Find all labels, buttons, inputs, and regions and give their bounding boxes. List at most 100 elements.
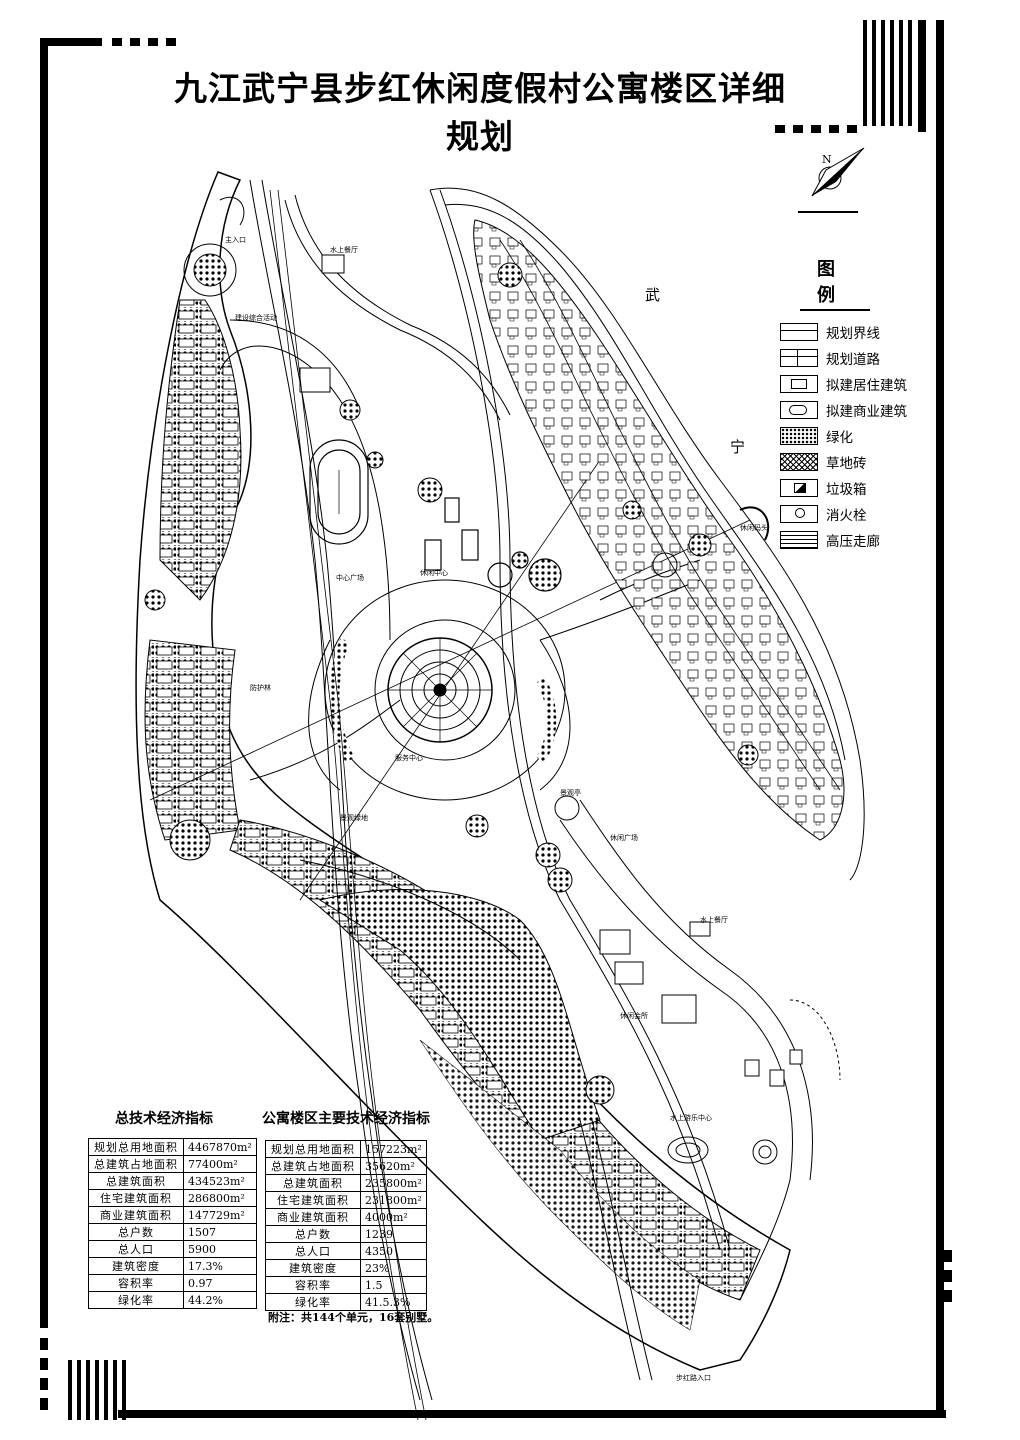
west-residential-strip	[135, 171, 791, 1371]
svg-text:建设综合活动: 建设综合活动	[235, 313, 277, 322]
legend-item-residential: 拟建居住建筑	[780, 371, 930, 397]
indicator-key: 绿化率	[265, 1293, 361, 1311]
indicator-value: 4000m²	[360, 1208, 427, 1226]
indicator-key: 总建筑占地面积	[265, 1157, 361, 1175]
road-icon	[780, 349, 818, 367]
frame-top-line	[40, 38, 102, 46]
svg-text:防护林: 防护林	[250, 683, 271, 692]
apartment-note: 附注：共144个单元，16套别墅。	[268, 1311, 439, 1324]
lake-shoreline	[429, 187, 865, 1301]
indicator-value: 17.3%	[183, 1257, 257, 1275]
indicator-key: 总建筑面积	[265, 1174, 361, 1192]
indicator-value: 286800m²	[183, 1189, 257, 1207]
greenery-icon	[780, 427, 818, 445]
frame-left-line	[40, 38, 48, 1328]
indicator-key: 规划总用地面积	[88, 1138, 184, 1156]
legend-item-boundary: 规划界线	[780, 319, 930, 345]
indicator-key: 建筑密度	[88, 1257, 184, 1275]
indicator-value: 23%	[360, 1259, 427, 1277]
svg-text:休闲广场: 休闲广场	[610, 833, 638, 842]
north-arrow-icon: N	[798, 147, 865, 213]
trash-bin-icon	[780, 479, 818, 497]
bottom-left-barcode	[68, 1360, 126, 1420]
frame-bottom-line	[118, 1410, 946, 1418]
indicator-key: 总人口	[88, 1240, 184, 1258]
indicator-value: 5900	[183, 1240, 257, 1258]
upper-feature-buildings	[219, 197, 443, 503]
indicator-key: 容积率	[265, 1276, 361, 1294]
legend-title: 图 例	[800, 255, 870, 311]
indicator-key: 总户数	[265, 1225, 361, 1243]
svg-text:水上餐厅: 水上餐厅	[700, 915, 728, 924]
indicator-key: 总人口	[265, 1242, 361, 1260]
indicator-value: 77400m²	[183, 1155, 257, 1173]
sports-track	[309, 439, 562, 592]
indicator-key: 住宅建筑面积	[88, 1189, 184, 1207]
indicator-value: 4467870m²	[183, 1138, 257, 1156]
indicator-value: 434523m²	[183, 1172, 257, 1190]
residential-building-icon	[780, 375, 818, 393]
legend: 图 例 规划界线 规划道路 拟建居住建筑 拟建商业建筑 绿化 草地砖 垃圾箱 消…	[780, 255, 930, 553]
legend-item-trash-bin: 垃圾箱	[780, 475, 930, 501]
svg-text:步红路入口: 步红路入口	[676, 1373, 711, 1382]
high-voltage-corridor-icon	[780, 531, 818, 549]
fire-hydrant-icon	[780, 505, 818, 523]
boundary-line-icon	[780, 323, 818, 341]
indicator-value: 0.97	[183, 1274, 257, 1292]
map-label-ning: 宁	[730, 438, 745, 456]
frame-right-top-line	[918, 20, 926, 132]
legend-item-commercial: 拟建商业建筑	[780, 397, 930, 423]
indicator-value: 4350	[360, 1242, 427, 1260]
indicator-key: 商业建筑面积	[265, 1208, 361, 1226]
top-right-barcode	[863, 20, 912, 126]
east-villa-peninsula	[473, 219, 845, 841]
indicator-value: 235800m²	[360, 1174, 427, 1192]
indicator-key: 总户数	[88, 1223, 184, 1241]
indicator-key: 总建筑占地面积	[88, 1155, 184, 1173]
svg-text:服务中心: 服务中心	[395, 753, 423, 762]
indicator-value: 41.5.3%	[360, 1293, 427, 1311]
indicator-value: 157223m²	[360, 1140, 427, 1158]
indicator-value: 1507	[183, 1223, 257, 1241]
commercial-building-icon	[780, 401, 818, 419]
indicator-value: 35620m²	[360, 1157, 427, 1175]
indicator-value: 44.2%	[183, 1291, 257, 1309]
indicator-value: 231800m²	[360, 1191, 427, 1209]
map-title: 九江武宁县步红休闲度假村公寓楼区详细规划	[174, 69, 786, 156]
indicator-key: 总建筑面积	[88, 1172, 184, 1190]
compass-n-label: N	[822, 153, 832, 166]
legend-item-greenery: 绿化	[780, 423, 930, 449]
svg-text:休闲码头: 休闲码头	[740, 523, 768, 532]
indicator-key: 建筑密度	[265, 1259, 361, 1277]
svg-text:主入口: 主入口	[225, 235, 246, 244]
indicator-key: 商业建筑面积	[88, 1206, 184, 1224]
grass-brick-icon	[780, 453, 818, 471]
indicator-key: 住宅建筑面积	[265, 1191, 361, 1209]
indicator-value: 147729m²	[183, 1206, 257, 1224]
map-label-wu: 武	[645, 286, 660, 304]
svg-text:水上餐厅: 水上餐厅	[330, 245, 358, 254]
svg-text:景观亭: 景观亭	[560, 788, 581, 797]
legend-item-high-voltage: 高压走廊	[780, 527, 930, 553]
overall-indicators-title: 总技术经济指标	[115, 1111, 213, 1127]
legend-item-road: 规划道路	[780, 345, 930, 371]
svg-text:休闲会所: 休闲会所	[620, 1011, 648, 1020]
